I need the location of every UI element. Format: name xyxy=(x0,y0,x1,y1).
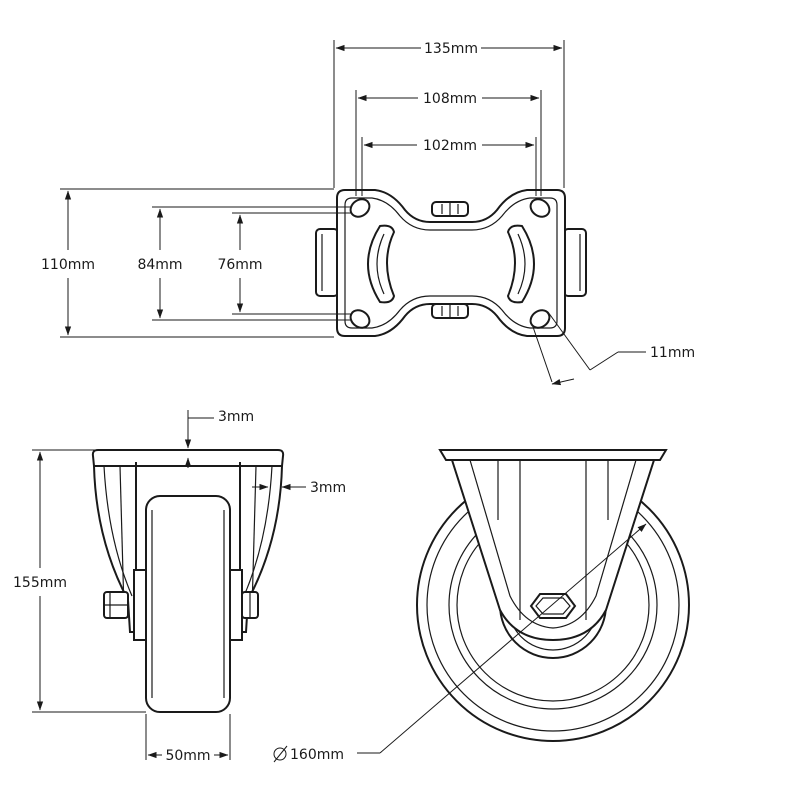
diameter-symbol xyxy=(273,747,287,761)
side-view xyxy=(416,449,690,742)
front-axle-nut-left xyxy=(103,591,129,619)
dim-wheel-width: 50mm xyxy=(165,748,210,764)
curved-slot-right xyxy=(506,224,535,304)
front-axle-nut-right xyxy=(241,591,259,619)
mount-hole-top-right xyxy=(529,198,551,218)
dim-plate-thickness: 3mm xyxy=(218,409,254,425)
dim-hole-spacing-vertical-outer: 84mm xyxy=(137,257,182,273)
dim-hole-spacing-inner: 102mm xyxy=(423,138,477,154)
curved-slot-left xyxy=(367,224,396,304)
axle-nut-bottom xyxy=(431,303,469,319)
dim-bracket-thickness: 3mm xyxy=(310,480,346,496)
side-view-dimensions: 160mm xyxy=(273,523,647,763)
dim-overall-height: 155mm xyxy=(13,575,67,591)
front-view xyxy=(91,449,285,713)
top-view-dimensions: 135mm 108mm 102mm 110mm 84mm 76mm xyxy=(41,40,695,386)
wheel-stub-left xyxy=(315,228,339,297)
dim-wheel-diameter: 160mm xyxy=(290,747,344,763)
dim-bolt-hole: 11mm xyxy=(650,345,695,361)
side-bracket xyxy=(450,459,656,642)
front-wheel xyxy=(145,495,231,713)
dim-plate-width: 135mm xyxy=(424,41,478,57)
wheel-stub-right xyxy=(563,228,587,297)
mounting-plate xyxy=(336,189,566,337)
mount-hole-top-left xyxy=(349,198,371,218)
dim-plate-height: 110mm xyxy=(41,257,95,273)
axle-nut-top xyxy=(431,201,469,217)
front-view-dimensions: 3mm 3mm 155mm 50mm xyxy=(13,409,346,764)
dim-hole-spacing-outer: 108mm xyxy=(423,91,477,107)
top-view xyxy=(315,189,587,337)
side-top-plate xyxy=(438,449,668,461)
mount-hole-bottom-left xyxy=(349,309,371,329)
dim-hole-spacing-vertical-inner: 76mm xyxy=(217,257,262,273)
